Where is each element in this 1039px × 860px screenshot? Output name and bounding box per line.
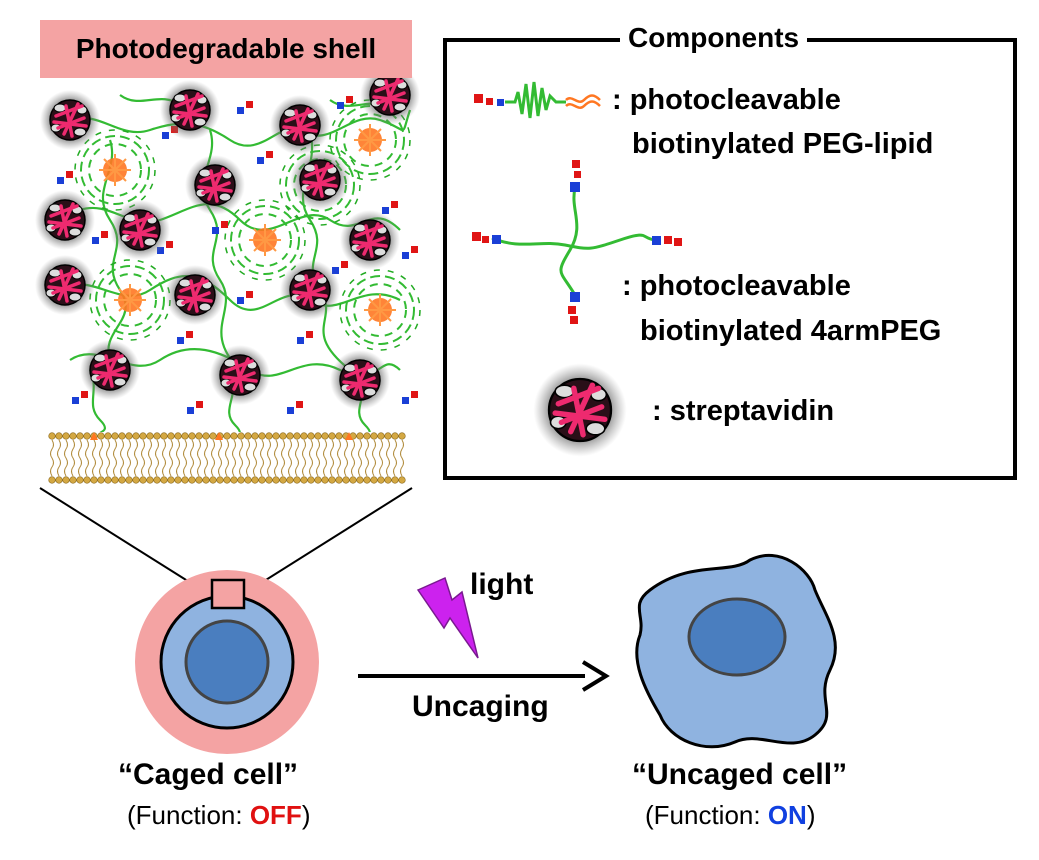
shell-title: Photodegradable shell <box>75 33 377 64</box>
zoom-line-left <box>39 487 211 596</box>
uncaged-fn-state: ON <box>767 800 807 830</box>
uncaging-arrow <box>358 660 610 692</box>
uncaged-fn-suffix: ) <box>806 800 816 830</box>
caged-cell-label: “Caged cell” <box>118 758 299 791</box>
uncaged-cell-nucleus <box>687 597 787 677</box>
caged-fn-suffix: ) <box>301 800 311 830</box>
caged-fn-prefix: (Function: <box>127 800 250 830</box>
cell-nucleus <box>184 619 270 705</box>
lightning-bolt-icon <box>416 576 479 659</box>
shell-illustration <box>33 63 422 484</box>
zoom-line-right <box>241 487 413 596</box>
4arm-peg-icon <box>472 160 682 324</box>
uncaged-cell <box>635 553 837 749</box>
uncaged-function-label: (Function: ON) <box>645 800 816 831</box>
component-1-line2: biotinylated PEG-lipid <box>632 128 934 160</box>
shell-title-background <box>40 20 412 78</box>
component-3-line1: : streptavidin <box>652 395 835 427</box>
peg-lipid-icon <box>474 81 601 119</box>
uncaged-cell-label: “Uncaged cell” <box>632 758 848 791</box>
caged-fn-state: OFF <box>249 800 302 830</box>
component-1-line1: : photocleavable <box>612 84 841 116</box>
caged-cell <box>135 570 319 754</box>
light-label: light <box>470 568 534 601</box>
streptavidin-icon <box>534 364 627 457</box>
component-2-line2: biotinylated 4armPEG <box>640 315 942 347</box>
zoom-box <box>210 578 246 610</box>
component-2-line1: : photocleavable <box>622 270 851 302</box>
components-title: Components <box>620 22 808 54</box>
lipid-bilayer <box>48 432 406 484</box>
uncaging-label: Uncaging <box>412 690 549 723</box>
caged-function-label: (Function: OFF) <box>127 800 311 831</box>
uncaged-fn-prefix: (Function: <box>645 800 768 830</box>
